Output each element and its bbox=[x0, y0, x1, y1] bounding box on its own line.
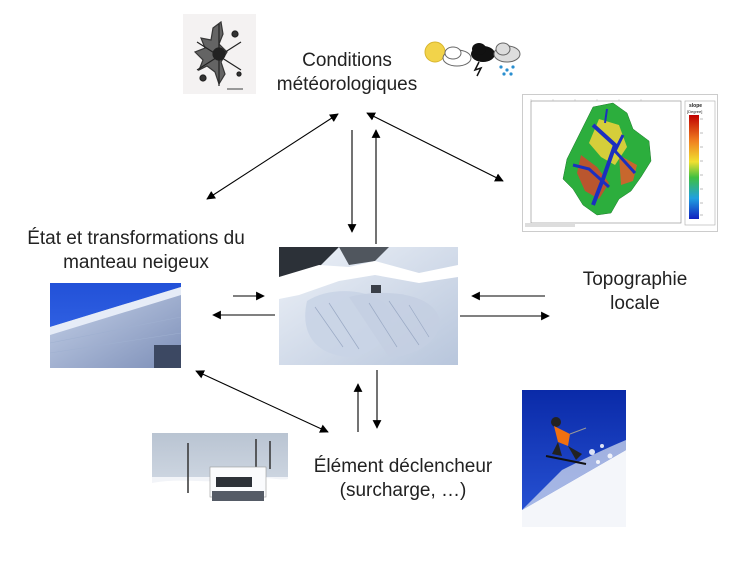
slope-legend-title: slope bbox=[689, 103, 702, 109]
snowpack-label-line2: manteau neigeux bbox=[63, 252, 209, 273]
topography-label: Topographie locale bbox=[560, 268, 710, 316]
snowflake-crystal-icon bbox=[193, 20, 243, 90]
snow-cloud-icon bbox=[493, 42, 521, 76]
snowpack-label: État et transformations du manteau neige… bbox=[8, 227, 264, 275]
snowpack-label-line1: État et transformations du bbox=[27, 228, 245, 249]
arrow-weather-snowpack bbox=[206, 113, 339, 200]
slope-legend-unit: [Degree] bbox=[687, 109, 702, 114]
trigger-label-line2: (surcharge, …) bbox=[339, 480, 467, 501]
slope-map-image: slope [Degree] bbox=[522, 94, 718, 232]
avalanche-slope-photo bbox=[279, 247, 458, 365]
trigger-label: Élément déclencheur (surcharge, …) bbox=[293, 455, 513, 503]
weather-conditions-label: Conditions météorologiques bbox=[262, 49, 432, 97]
skier-photo bbox=[522, 390, 626, 527]
topography-label-line1: Topographie bbox=[582, 269, 688, 290]
weather-icons bbox=[424, 41, 521, 77]
topography-label-line2: locale bbox=[610, 293, 660, 314]
snowpack-profile-photo bbox=[50, 283, 181, 368]
snowflake-crystal-photo bbox=[183, 14, 256, 94]
weather-label-line1: Conditions bbox=[302, 50, 392, 71]
dark-cloud-icon bbox=[471, 43, 495, 77]
buried-car-photo bbox=[152, 433, 288, 522]
weather-label-line2: météorologiques bbox=[276, 74, 418, 95]
arrow-weather-topography bbox=[366, 112, 504, 182]
arrow-snowpack-trigger bbox=[195, 370, 329, 433]
cloud-icon bbox=[442, 46, 472, 67]
trigger-label-line1: Élément déclencheur bbox=[313, 456, 493, 477]
